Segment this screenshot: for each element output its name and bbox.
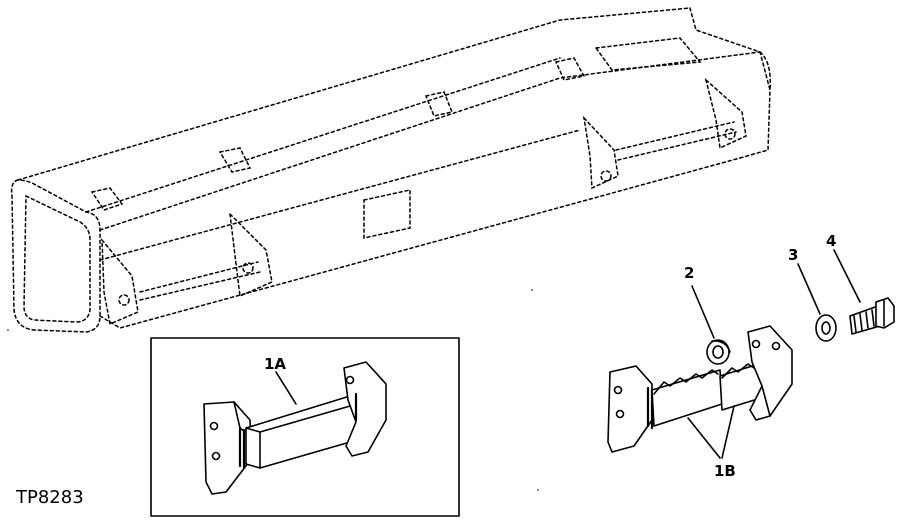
bracket-icon	[203, 361, 387, 495]
split-bracket-icon	[607, 325, 793, 453]
callout-3: 3	[788, 246, 798, 264]
washer-icon	[815, 314, 837, 342]
bolt-icon	[849, 297, 895, 335]
inset-box	[150, 337, 460, 517]
callout-1a: 1A	[264, 355, 286, 373]
spacer-icon	[706, 339, 731, 365]
frame-assembly-icon	[10, 7, 772, 333]
figure-id: TP8283	[15, 487, 84, 508]
callout-2: 2	[684, 264, 694, 282]
callout-1b: 1B	[714, 462, 736, 480]
leader-lines	[275, 249, 861, 459]
callout-4: 4	[826, 232, 836, 250]
